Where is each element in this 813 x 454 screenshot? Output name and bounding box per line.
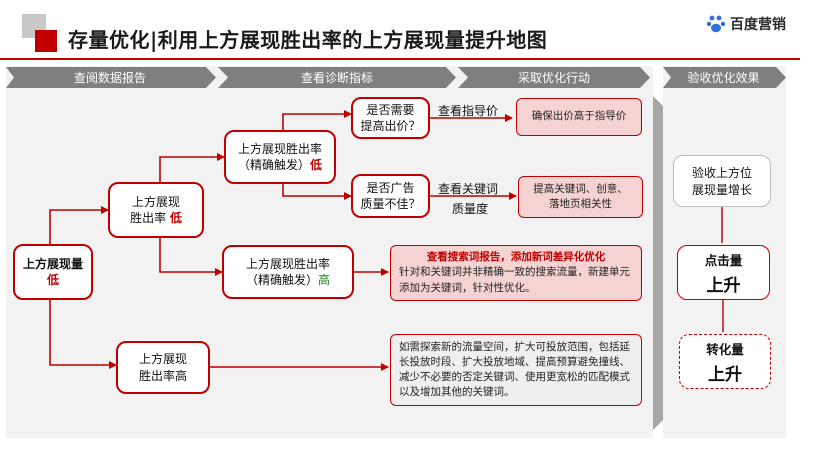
- result-top-impression-growth: 验收上方位 展现量增长: [673, 155, 771, 207]
- result-3-big: 上升: [708, 364, 742, 385]
- node-win-rate-high: 上方展现 胜出率高: [116, 341, 210, 394]
- step-label-3: 采取优化行动: [517, 71, 590, 85]
- edge-rate-low-to-broad-high: [159, 238, 223, 276]
- question-2-line2: 质量不佳？: [360, 197, 421, 211]
- result-conversions-up: 转化量 上升: [679, 334, 771, 389]
- node-win-rate-low: 上方展现 胜出率 低: [108, 182, 204, 238]
- chevron-step-2: [218, 67, 456, 88]
- baidu-paw-icon: [706, 15, 726, 33]
- node-broad-high-line2b: 高: [318, 273, 331, 287]
- node-top-impression-low: 上方展现量 低: [13, 244, 93, 300]
- action-2-line1: 提高关键词、创意、: [533, 182, 628, 195]
- action-search-term-report: 查看搜索词报告，添加新词差异化优化 针对和关键词并非精确一致的搜索流量，新建单元…: [390, 245, 642, 301]
- edge-precise-to-q1: [282, 110, 352, 130]
- node-rate-high-line2: 胜出率高: [138, 368, 187, 383]
- brand-logo: 百度营销: [706, 14, 786, 34]
- node-precise-win-rate-low: 上方展现胜出率 （精确触发）低: [224, 130, 336, 184]
- node-rate-low-line2a: 胜出率: [130, 211, 167, 225]
- brand-name: 百度营销: [730, 17, 786, 33]
- step-label-4: 验收优化效果: [687, 71, 760, 85]
- question-raise-bid: 是否需要 提高出价？: [351, 97, 430, 139]
- action-improve-relevance: 提高关键词、创意、 落地页相关性: [518, 176, 643, 218]
- question-2-line1: 是否广告: [366, 180, 415, 195]
- chevron-step-4: [663, 67, 786, 88]
- edge-rate-low-to-precise-low: [159, 153, 225, 182]
- chevron-step-3: [458, 67, 650, 88]
- diagnostic-quality-score: 质量度: [452, 202, 489, 216]
- action-1-text: 确保出价高于指导价: [531, 110, 627, 123]
- page-title: 存量优化|利用上方展现胜出率的上方展现量提升地图: [68, 28, 548, 52]
- result-3-small: 转化量: [706, 341, 744, 357]
- node-root-line2: 低: [46, 273, 59, 287]
- header-deco-square-red: [35, 30, 57, 52]
- question-1-line1: 是否需要: [366, 102, 415, 117]
- action-2-line2: 落地页相关性: [549, 198, 612, 210]
- chevron-step-1: [6, 67, 216, 88]
- node-precise-low-line1: 上方展现胜出率: [237, 141, 322, 156]
- diagnostic-check-guide-price: 查看指导价: [438, 104, 499, 118]
- node-broad-high-line2a: （精确触发）: [245, 273, 318, 287]
- node-rate-low-line2b: 低: [169, 211, 182, 225]
- edge-precise-to-q2: [282, 184, 352, 200]
- step-label-2: 查看诊断指标: [300, 71, 373, 85]
- node-rate-low-line1: 上方展现: [131, 194, 180, 209]
- step-label-1: 查阅数据报告: [73, 71, 146, 85]
- action-3-title: 查看搜索词报告，添加新词差异化优化: [426, 251, 606, 264]
- question-ad-quality: 是否广告 质量不佳？: [351, 174, 430, 218]
- edge-root-to-rate-high: [49, 300, 117, 369]
- question-1-line2: 提高出价？: [360, 119, 421, 133]
- action-4-body: 如需探索新的流量空间，扩大可投放范围，包括延长投放时段、扩大投放地域、提高预算避…: [399, 340, 630, 399]
- action-3-body: 针对和关键词并非精确一致的搜索流量，新建单元添加为关键词，针对性优化。: [399, 266, 630, 294]
- diagnostic-check-keyword: 查看关键词: [438, 182, 499, 196]
- node-rate-high-line1: 上方展现: [138, 352, 187, 367]
- header-divider: [0, 58, 800, 60]
- result-1-line2: 展现量增长: [691, 183, 752, 197]
- node-precise-low-line2a: （精确触发）: [237, 158, 310, 172]
- node-root-line1: 上方展现量: [22, 256, 83, 271]
- edge-root-to-rate-low: [49, 206, 109, 244]
- result-1-line1: 验收上方位: [691, 166, 752, 180]
- result-2-small: 点击量: [704, 252, 743, 268]
- node-precise-win-rate-high: 上方展现胜出率 （精确触发）高: [222, 245, 354, 299]
- node-precise-low-line2b: 低: [310, 158, 323, 172]
- action-bid-above-guide: 确保出价高于指导价: [516, 98, 642, 136]
- node-broad-high-line1: 上方展现胜出率: [245, 256, 330, 271]
- result-clicks-up: 点击量 上升: [677, 245, 770, 300]
- action-expand-traffic: 如需探索新的流量空间，扩大可投放范围，包括延长投放时段、扩大投放地域、提高预算避…: [390, 334, 642, 406]
- transition-arrow: [653, 96, 663, 430]
- result-2-big: 上升: [706, 275, 741, 296]
